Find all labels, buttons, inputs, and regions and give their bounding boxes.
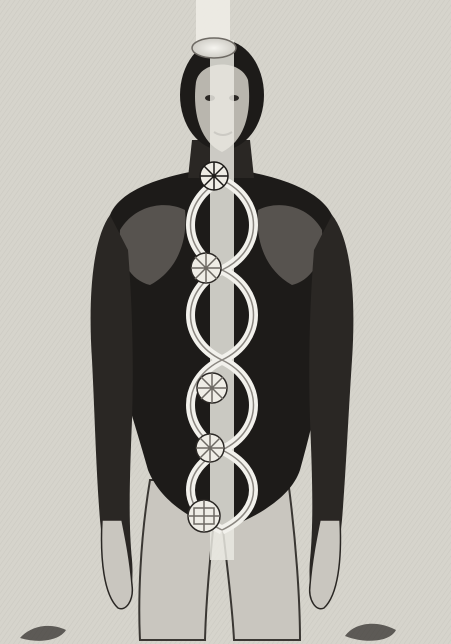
crown-chakra <box>192 38 236 58</box>
sacral-chakra <box>196 434 224 462</box>
heart-chakra <box>191 253 221 283</box>
root-chakra <box>188 500 220 532</box>
solar-plexus-chakra <box>197 373 227 403</box>
central-energy-channel <box>210 40 234 560</box>
throat-chakra <box>200 162 228 190</box>
